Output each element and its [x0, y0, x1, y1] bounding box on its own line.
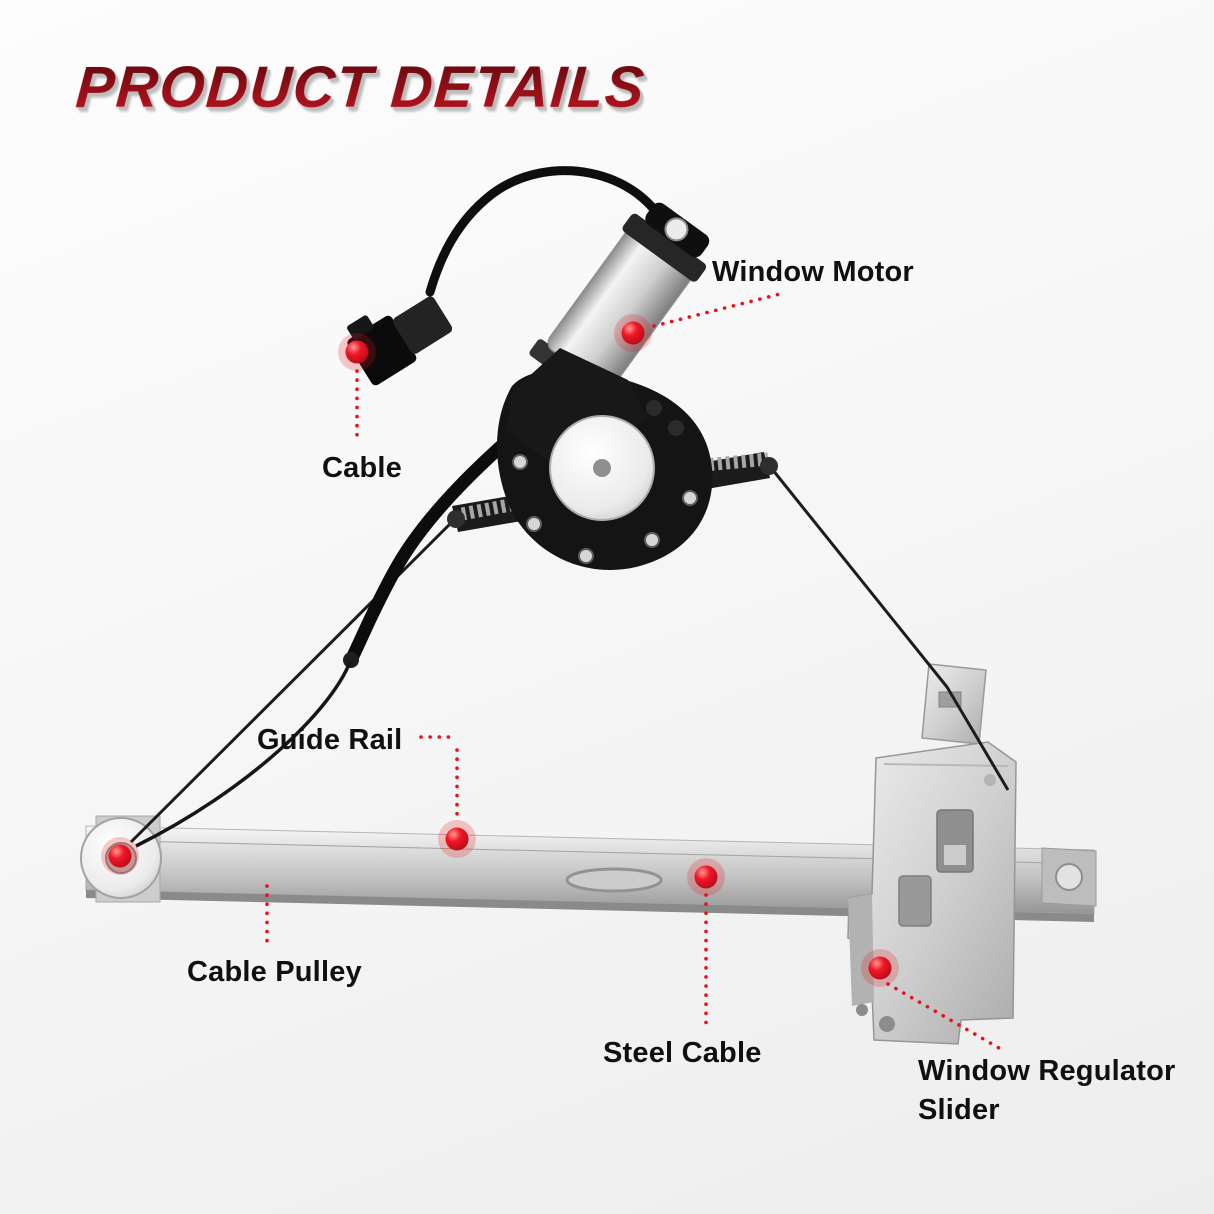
label-steel-cable: Steel Cable [603, 1037, 762, 1069]
marker-cable-icon [338, 333, 376, 371]
label-guide-rail: Guide Rail [257, 724, 403, 756]
label-window-regulator-slider: Window Regulator Slider [918, 1055, 1176, 1127]
marker-cable-pulley-icon [101, 837, 139, 875]
label-cable: Cable [322, 452, 402, 484]
marker-window-regulator-slider-icon [861, 949, 899, 987]
marker-window-motor-icon [614, 314, 652, 352]
label-cable-pulley: Cable Pulley [187, 956, 362, 988]
steel-cable-part [129, 463, 1010, 844]
rail-slot [565, 867, 663, 893]
guide-rail-part [85, 825, 1097, 922]
window-regulator-slider-part [847, 663, 1017, 1045]
leader-window-regulator-slider [886, 982, 1001, 1050]
leader-lines [265, 292, 1001, 1050]
marker-guide-rail-icon [438, 820, 476, 858]
leader-guide-rail [419, 735, 459, 824]
cable-connector-part [347, 296, 453, 386]
marker-steel-cable-icon [687, 858, 725, 896]
window-motor-part [447, 202, 778, 570]
leader-window-motor [652, 292, 782, 328]
label-window-motor: Window Motor [712, 256, 914, 288]
marker-dots [101, 314, 899, 987]
